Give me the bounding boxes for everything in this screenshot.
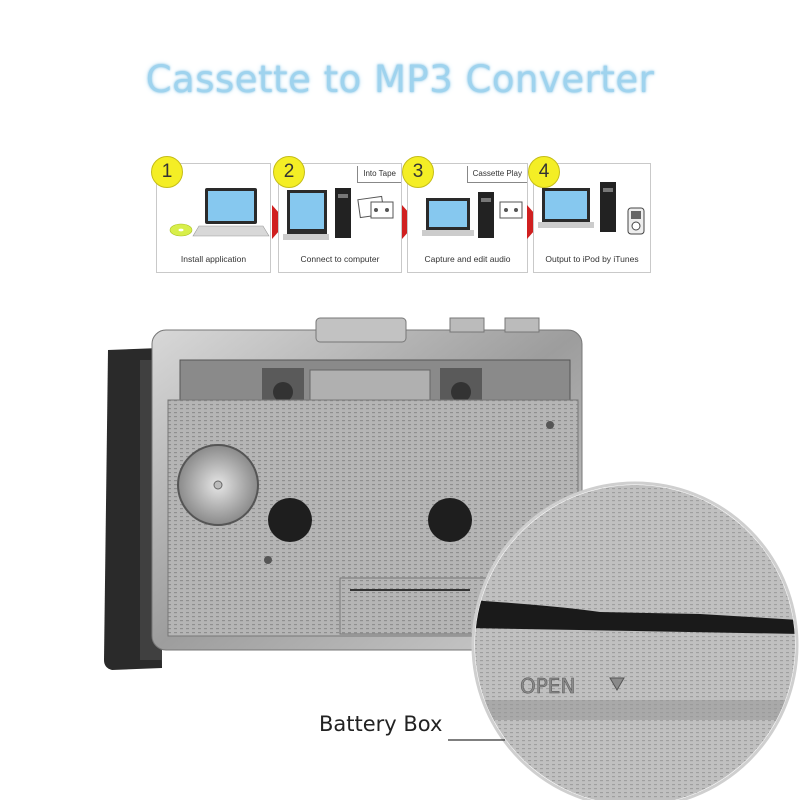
computer-tape-icon (283, 188, 394, 240)
step-3-tag: Cassette Play (466, 166, 527, 183)
step-1-panel: 1 Install application (151, 156, 271, 273)
step-4-panel: 4 Output to iPod by iTunes (528, 156, 651, 273)
step-4-caption: Output to iPod by iTunes (545, 254, 639, 264)
laptop-cd-icon (169, 188, 270, 237)
computer-cassette-icon (422, 192, 523, 238)
page-title: Cassette to MP3 Converter (145, 58, 655, 101)
down-arrow-icon (609, 677, 625, 691)
step-4-badge: 4 (528, 156, 560, 188)
battery-box-callout: Battery Box (319, 712, 443, 736)
step-2-panel: 2 Into Tape Connect to computer (273, 156, 402, 273)
step-2-badge: 2 (273, 156, 305, 188)
step-2-tag: Into Tape (357, 166, 401, 183)
step-1-caption: Install application (180, 254, 247, 264)
computer-ipod-icon (538, 182, 645, 235)
open-label: OPEN (520, 674, 575, 698)
step-3-badge: 3 (402, 156, 434, 188)
step-2-caption: Connect to computer (300, 254, 380, 264)
step-3-caption: Capture and edit audio (424, 254, 511, 264)
step-3-panel: 3 Cassette Play Capture and edit audio (402, 156, 528, 273)
step-1-badge: 1 (151, 156, 183, 188)
